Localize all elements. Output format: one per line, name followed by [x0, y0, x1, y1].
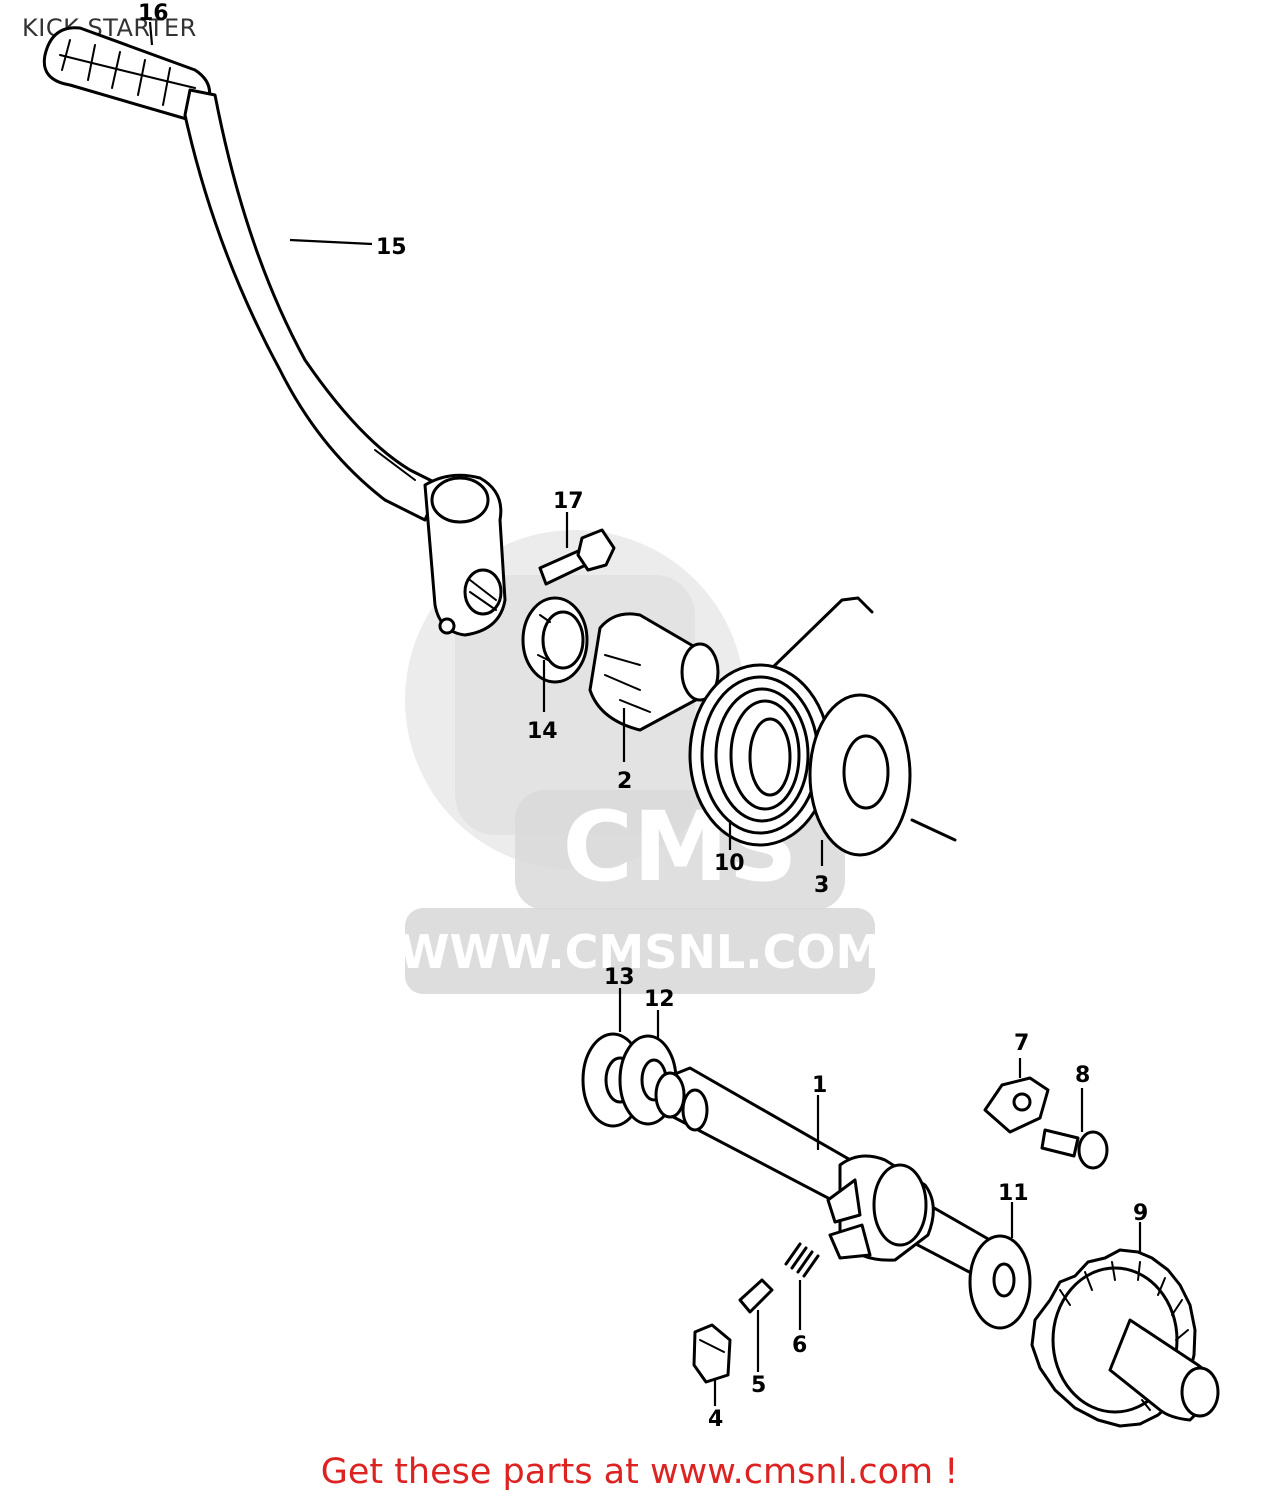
callout-8: 8	[1075, 1063, 1090, 1088]
part-washer-3	[808, 693, 957, 857]
callout-12: 12	[644, 987, 675, 1012]
part-washer-11	[968, 1234, 1032, 1330]
callout-9: 9	[1133, 1201, 1148, 1226]
callout-16: 16	[138, 1, 169, 26]
part-screw-8	[1040, 1128, 1109, 1170]
callout-13: 13	[604, 965, 635, 990]
part-kick-grip	[42, 26, 212, 122]
exploded-parts-diagram: CMS WWW.CMSNL.COM	[42, 1, 1220, 1432]
callout-11: 11	[998, 1181, 1029, 1206]
part-circlip-14	[521, 596, 589, 684]
callout-10: 10	[714, 851, 745, 876]
callout-17: 17	[553, 489, 584, 514]
callouts: 16 15 17 14 2 10 3 13 12 1 7 8 11 9 6 5 …	[138, 1, 1148, 1432]
callout-2: 2	[617, 769, 632, 794]
leader-lines	[148, 21, 1142, 1406]
callout-5: 5	[751, 1373, 766, 1398]
watermark-url-text: WWW.CMSNL.COM	[399, 925, 882, 979]
part-pin-5	[738, 1278, 774, 1314]
callout-7: 7	[1014, 1031, 1029, 1056]
callout-15: 15	[376, 235, 407, 260]
part-return-spring-10	[688, 596, 874, 847]
callout-4: 4	[708, 1407, 723, 1432]
part-guide-7	[983, 1076, 1050, 1134]
part-kick-shaft-1	[654, 1066, 992, 1277]
part-idle-gear-9	[1030, 1248, 1220, 1428]
part-bolt-17	[538, 528, 616, 586]
part-stopper-4	[692, 1323, 732, 1384]
part-small-spring-6	[784, 1242, 820, 1278]
part-kick-lever	[183, 88, 507, 637]
part-spring-guide-2	[588, 612, 720, 732]
footer-promo: Get these parts at www.cmsnl.com !	[320, 1452, 959, 1492]
callout-1: 1	[812, 1073, 827, 1098]
callout-3: 3	[814, 873, 829, 898]
callout-14: 14	[527, 719, 558, 744]
callout-6: 6	[792, 1333, 807, 1358]
